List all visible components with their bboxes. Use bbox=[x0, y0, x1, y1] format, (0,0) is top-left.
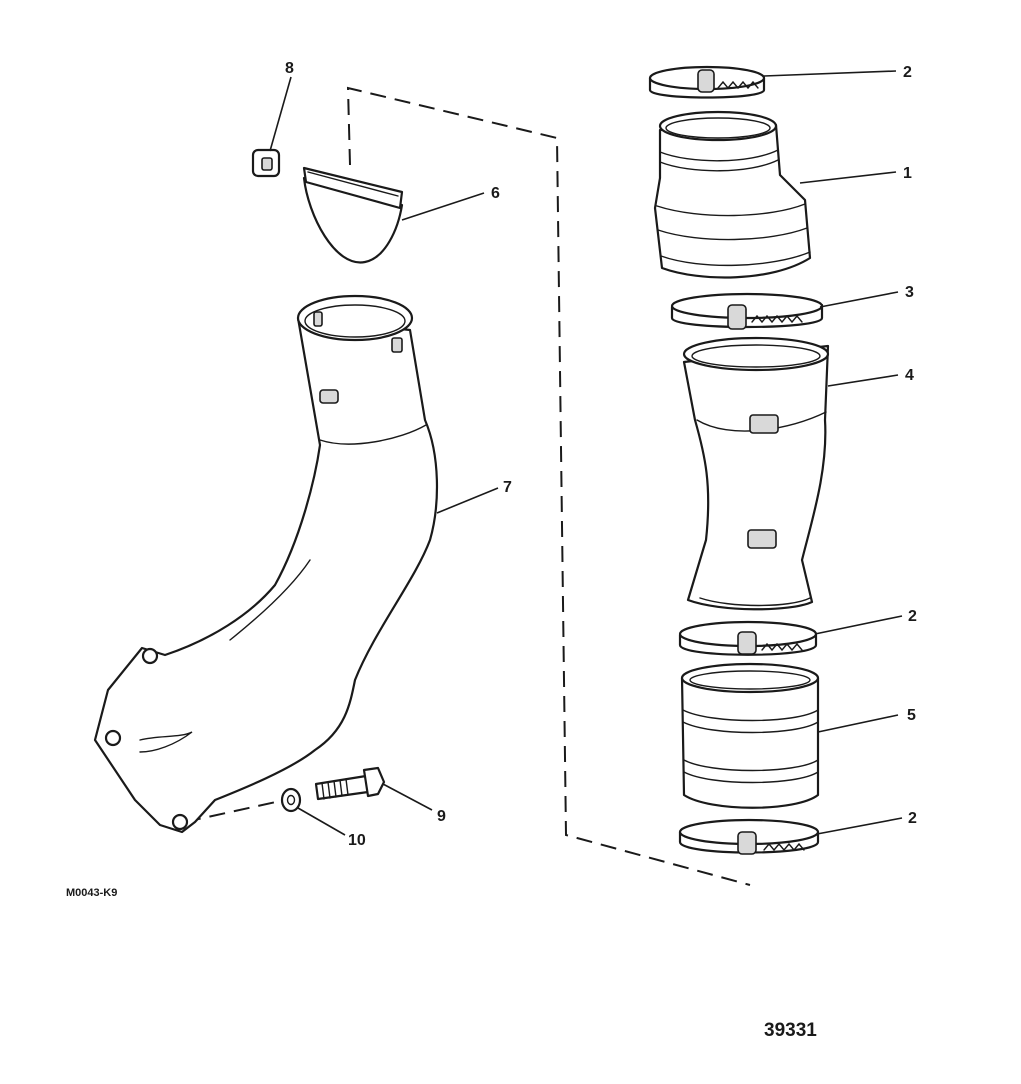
leader-2-middle bbox=[814, 615, 903, 635]
drawing-code: M0043-K9 bbox=[66, 887, 117, 899]
part-4-bent-exhaust-hose bbox=[682, 336, 830, 611]
callout-8: 8 bbox=[285, 60, 294, 77]
part-2-top-hose-clamp bbox=[648, 65, 766, 99]
leader-2-bottom bbox=[816, 817, 903, 835]
leader-8 bbox=[269, 76, 292, 152]
callout-3: 3 bbox=[905, 284, 914, 301]
callout-2-bottom: 2 bbox=[908, 810, 917, 827]
leader-4 bbox=[827, 374, 899, 387]
leader-3 bbox=[819, 291, 899, 308]
part-10-washer bbox=[280, 787, 302, 813]
leader-2-top bbox=[763, 70, 897, 77]
callout-7: 7 bbox=[503, 479, 512, 496]
assembly-dashed-line bbox=[346, 86, 751, 886]
callout-4: 4 bbox=[905, 367, 914, 384]
leader-10 bbox=[297, 807, 346, 836]
callout-6: 6 bbox=[491, 185, 500, 202]
leader-6 bbox=[401, 192, 485, 221]
callout-2-middle: 2 bbox=[908, 608, 917, 625]
part-3-hose-clamp bbox=[670, 292, 824, 330]
part-1-reducer-coupler bbox=[653, 110, 812, 279]
callout-1: 1 bbox=[903, 165, 912, 182]
part-5-straight-coupler bbox=[680, 662, 820, 809]
callout-9: 9 bbox=[437, 808, 446, 825]
leader-9 bbox=[382, 783, 433, 811]
part-9-bolt bbox=[314, 766, 386, 801]
part-8-retainer-block bbox=[251, 148, 281, 178]
part-7-exhaust-elbow-pipe bbox=[93, 294, 439, 834]
leader-7 bbox=[436, 487, 499, 514]
figure-number: 39331 bbox=[764, 1020, 817, 1041]
part-2-middle-hose-clamp bbox=[678, 620, 818, 656]
leader-5 bbox=[817, 714, 899, 733]
bolt-dashed-line bbox=[184, 799, 286, 823]
callout-2-top: 2 bbox=[903, 64, 912, 81]
leader-1 bbox=[799, 171, 897, 184]
part-2-bottom-hose-clamp bbox=[678, 818, 820, 855]
part-6-flapper-valve bbox=[302, 166, 404, 264]
callout-5: 5 bbox=[907, 707, 916, 724]
callout-10: 10 bbox=[348, 832, 366, 849]
